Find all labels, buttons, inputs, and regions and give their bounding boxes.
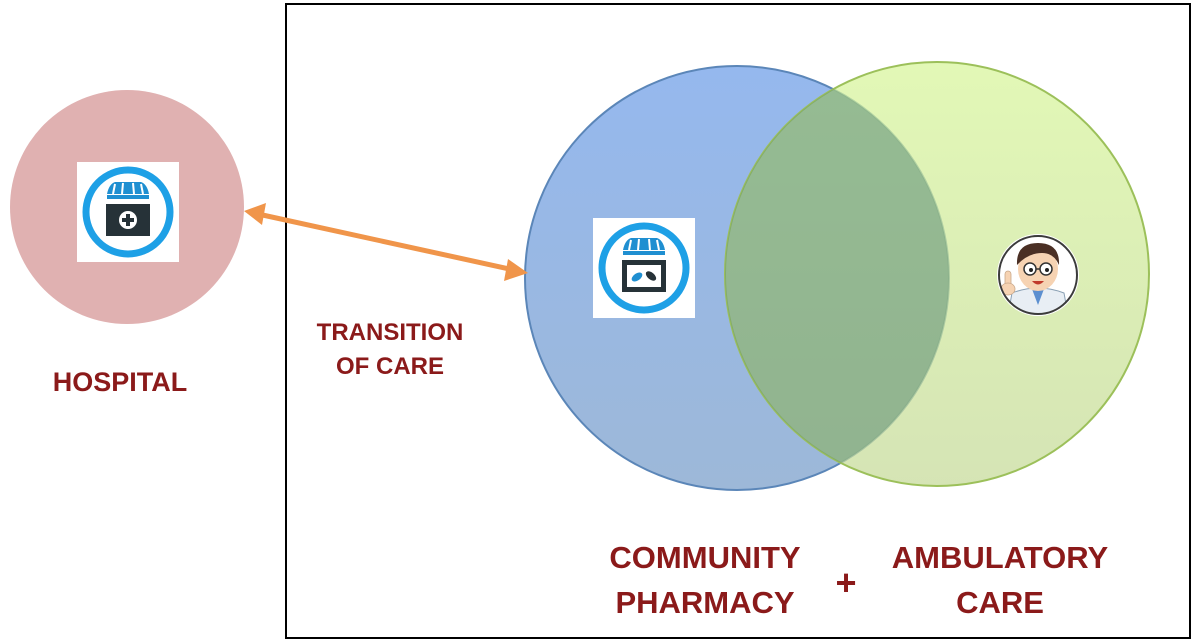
ambulatory-label-line1: AMBULATORY [891, 540, 1109, 575]
doctor-avatar-icon [997, 234, 1079, 316]
community-pharmacy-label: COMMUNITY PHARMACY [570, 536, 840, 626]
ambulatory-care-label: AMBULATORY CARE [865, 536, 1135, 626]
hospital-label: HOSPITAL [52, 367, 188, 397]
transition-label-line1: TRANSITION [316, 319, 464, 346]
transition-label-line2: OF CARE [336, 352, 444, 380]
pharmacy-label-line2: PHARMACY [615, 584, 795, 620]
pharmacy-store-icon [593, 218, 695, 318]
pharmacy-label-line1: COMMUNITY [609, 540, 801, 575]
ambulatory-label-line2: CARE [956, 584, 1044, 620]
transition-of-care-label: TRANSITION OF CARE [290, 316, 490, 383]
plus-sign: + [835, 562, 857, 603]
frame-box [285, 3, 1191, 639]
transition-arrow [244, 203, 528, 281]
hospital-store-icon [77, 162, 179, 262]
overlap-region [725, 66, 949, 486]
